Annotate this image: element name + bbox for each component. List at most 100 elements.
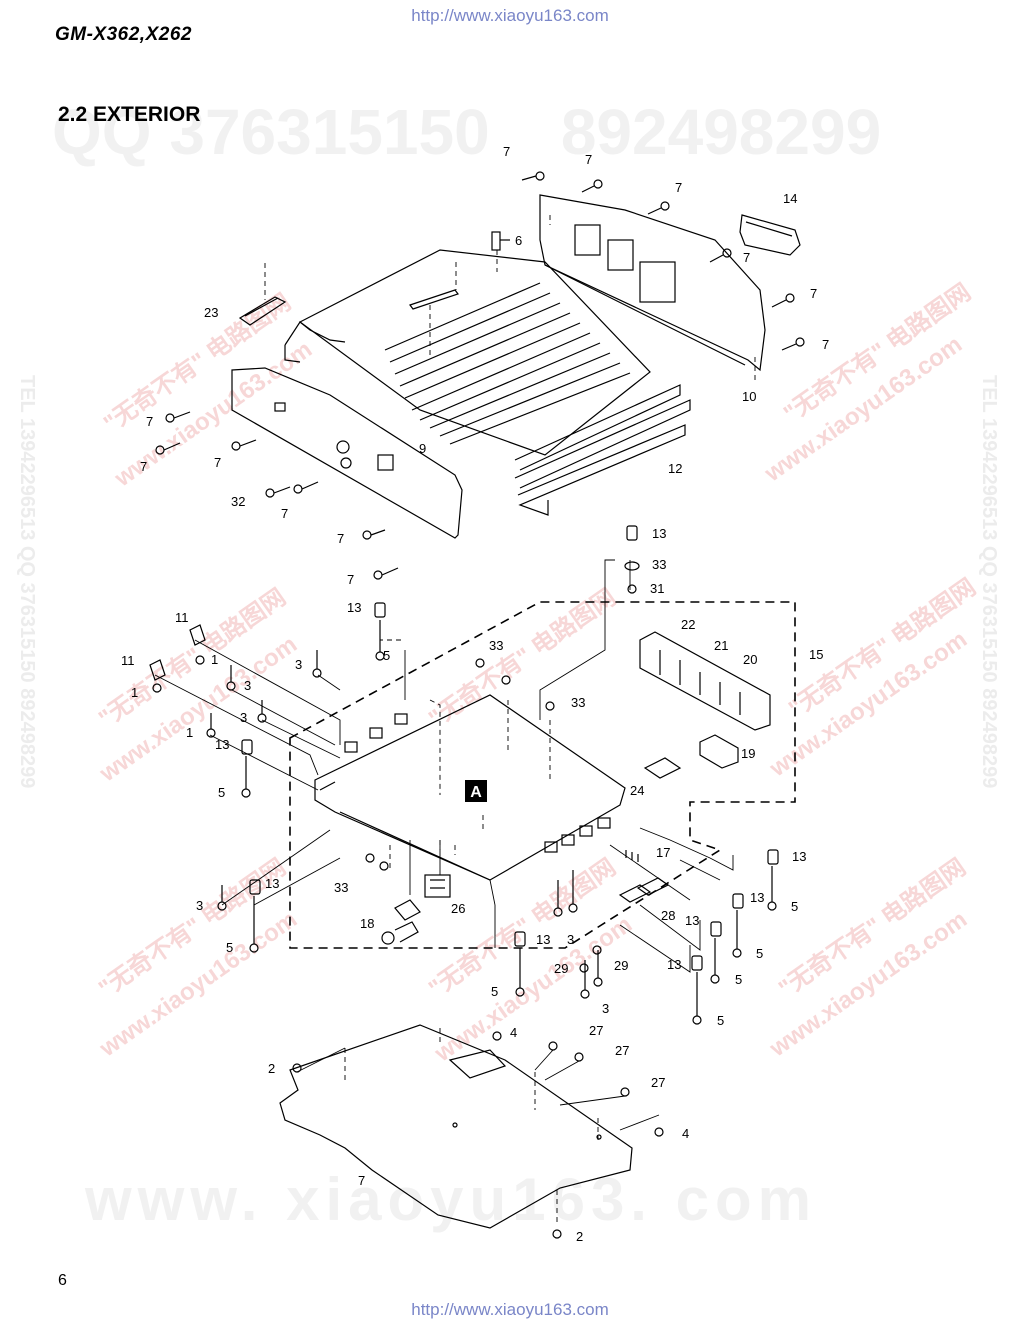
part-label: 2: [268, 1061, 275, 1076]
part-label: 5: [383, 648, 390, 663]
part-label: 5: [735, 972, 742, 987]
screws-7-upper: [155, 171, 805, 580]
clip-24: [643, 757, 682, 779]
part-label: 7: [585, 152, 592, 167]
part-label: 7: [347, 572, 354, 587]
part-label: 27: [589, 1023, 603, 1038]
clip-12: [149, 624, 206, 681]
part-label: 9: [419, 441, 426, 456]
part-label: 10: [742, 389, 756, 404]
part-label: 26: [451, 901, 465, 916]
part-label: 7: [337, 531, 344, 546]
part-label: 27: [615, 1043, 629, 1058]
heatsink-brackets: [639, 631, 771, 731]
leader-lines-upper: [264, 215, 756, 380]
clip-28: [618, 877, 670, 903]
part-label: 3: [196, 898, 203, 913]
part-label: 4: [682, 1126, 689, 1141]
part-label: 1: [186, 725, 193, 740]
part-label: 7: [810, 286, 817, 301]
part-label: 13: [265, 876, 279, 891]
part-label: 33: [334, 880, 348, 895]
screws-bottom: [292, 1031, 664, 1239]
part-label: 3: [602, 1001, 609, 1016]
footer-url: http://www.xiaoyu163.com: [411, 1300, 609, 1319]
leader-lines-bottom-solid: [296, 1047, 660, 1131]
part-label: 17: [656, 845, 670, 860]
part-label: 13: [750, 890, 764, 905]
section-marker-label: A: [470, 784, 482, 801]
part-label: 7: [140, 459, 147, 474]
part-label: 11: [175, 610, 189, 625]
part-label: 15: [809, 647, 823, 662]
heatsink-chassis: [284, 249, 691, 516]
watermark-qq: QQ 376315150 892498299: [52, 96, 882, 168]
part-label: 13: [667, 957, 681, 972]
section-marker-a: A: [465, 780, 487, 802]
part-label: 20: [743, 652, 757, 667]
part-label: 3: [567, 932, 574, 947]
part-label: 18: [360, 916, 374, 931]
part-label: 33: [652, 557, 666, 572]
part-label: 1: [211, 652, 218, 667]
part-label: 21: [714, 638, 728, 653]
part-label: 7: [743, 250, 750, 265]
leader-lines-bottom: [344, 1028, 599, 1225]
main-pcb: [314, 694, 626, 881]
part-label: 11: [121, 653, 135, 668]
part-label: 13: [536, 932, 550, 947]
connector-18: [699, 734, 739, 769]
part-label: 14: [783, 191, 797, 206]
page-number: 6: [58, 1272, 67, 1289]
leader-lines-lower-dashed: [379, 620, 551, 870]
part-label: 7: [358, 1173, 365, 1188]
part-label: 7: [146, 414, 153, 429]
part-label: 7: [281, 506, 288, 521]
model-title: GM-X362,X262: [55, 24, 192, 45]
part-label: 5: [218, 785, 225, 800]
part-label: 3: [244, 678, 251, 693]
part-label: 5: [717, 1013, 724, 1028]
part-label: 29: [554, 961, 568, 976]
part-label: 33: [489, 638, 503, 653]
part-label: 31: [650, 581, 664, 596]
part-label: 32: [231, 494, 245, 509]
assembly-frame-16: [289, 601, 796, 949]
part-label: 5: [756, 946, 763, 961]
part-label: 27: [651, 1075, 665, 1090]
part-label: 29: [614, 958, 628, 973]
part-label: 28: [661, 908, 675, 923]
right-end-panel: [539, 194, 766, 372]
part-label: 6: [515, 233, 522, 248]
leader-lines-lower: [154, 559, 734, 973]
section-title: 2.2 EXTERIOR: [58, 103, 201, 126]
left-end-panel: [231, 367, 463, 539]
part-label: 33: [571, 695, 585, 710]
part-label: 23: [204, 305, 218, 320]
part-label: 2: [576, 1229, 583, 1244]
part-label: 3: [295, 657, 302, 672]
connector-23: [424, 874, 451, 898]
part-label: 13: [215, 737, 229, 752]
part-label: 13: [685, 913, 699, 928]
part-label: 4: [510, 1025, 517, 1040]
part-label: 5: [226, 940, 233, 955]
part-label: 19: [741, 746, 755, 761]
gasket-14: [739, 214, 801, 256]
part-label: 13: [347, 600, 361, 615]
header-url: http://www.xiaoyu163.com: [411, 6, 609, 25]
part-label: 5: [791, 899, 798, 914]
post-6: [491, 231, 510, 251]
part-label: 7: [675, 180, 682, 195]
part-label: 24: [630, 783, 644, 798]
part-label: 3: [240, 710, 247, 725]
part-labels: 7 7 7 7 7 7 7 7 7 7 7 7 6 14 23 10 9 12 …: [121, 144, 829, 1244]
part-label: 13: [652, 526, 666, 541]
bottom-cover: [279, 1024, 633, 1229]
rca-jacks-19: [381, 899, 421, 945]
gasket-26: [238, 296, 287, 326]
part-label: 13: [792, 849, 806, 864]
screws-lower: [152, 525, 779, 1025]
part-label: 7: [503, 144, 510, 159]
